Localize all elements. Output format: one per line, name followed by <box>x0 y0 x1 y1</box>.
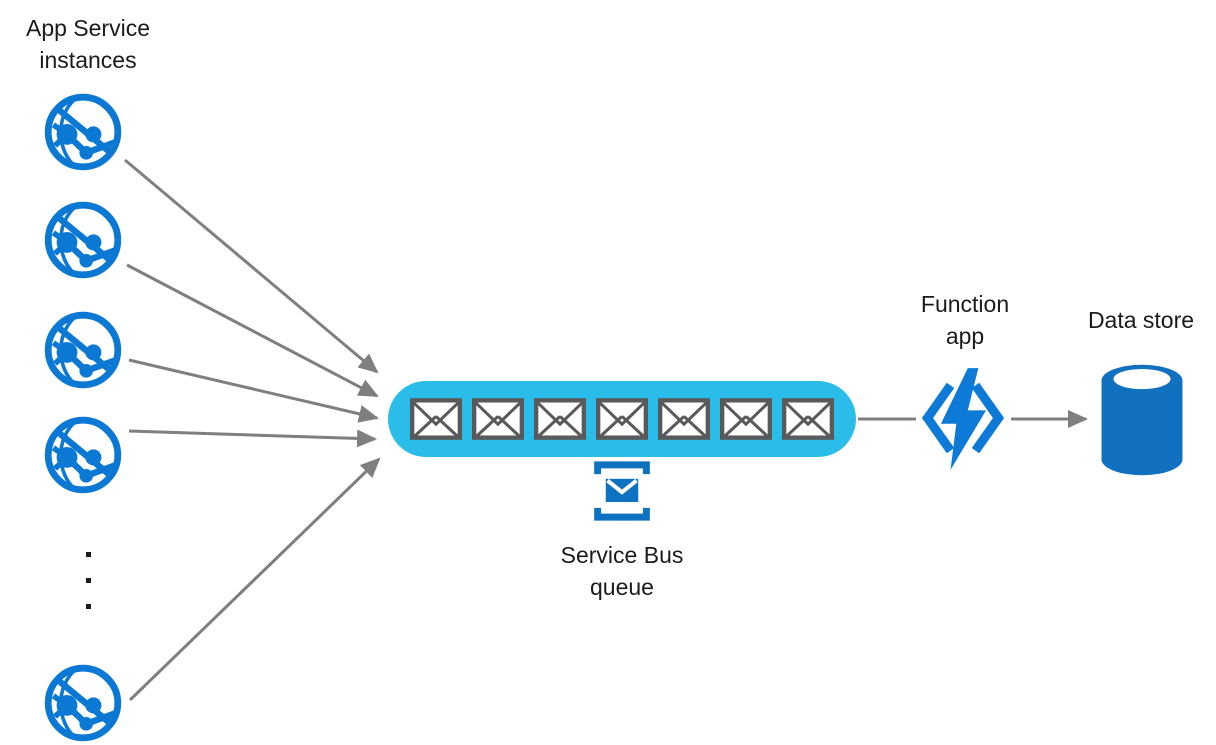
function-app-label: Function app <box>920 291 1010 349</box>
envelope-icon <box>782 398 834 440</box>
function-app-lightning-icon <box>915 366 1011 472</box>
app-service-globe-icon <box>43 663 123 743</box>
envelope-icon <box>658 398 710 440</box>
app-service-globe-icon <box>43 200 123 280</box>
envelope-icon <box>410 398 462 440</box>
ellipsis-dot <box>86 578 91 583</box>
envelope-icon <box>596 398 648 440</box>
envelope-icon <box>472 398 524 440</box>
data-store-label: Data store <box>1087 307 1195 333</box>
arrow-instance5-to-queue <box>128 457 381 702</box>
envelope-icon <box>534 398 586 440</box>
arrow-instance3-to-queue <box>128 358 379 423</box>
arrow-instance4-to-queue <box>128 429 377 448</box>
arrow-instance1-to-queue <box>124 158 379 374</box>
ellipsis-dot <box>86 552 91 557</box>
service-bus-queue-pill <box>388 381 856 457</box>
service-bus-queue-icon <box>593 460 651 522</box>
database-cylinder-icon <box>1096 361 1188 479</box>
service-bus-queue-label: Service Bus queue <box>560 542 684 600</box>
app-service-globe-icon <box>43 415 123 495</box>
more-instances-ellipsis <box>86 552 91 609</box>
arrow-instance2-to-queue <box>126 263 379 398</box>
ellipsis-dot <box>86 604 91 609</box>
envelope-icon <box>720 398 772 440</box>
app-service-label: App Service instances <box>25 15 150 73</box>
app-service-globe-icon <box>43 92 123 172</box>
app-service-globe-icon <box>43 310 123 390</box>
